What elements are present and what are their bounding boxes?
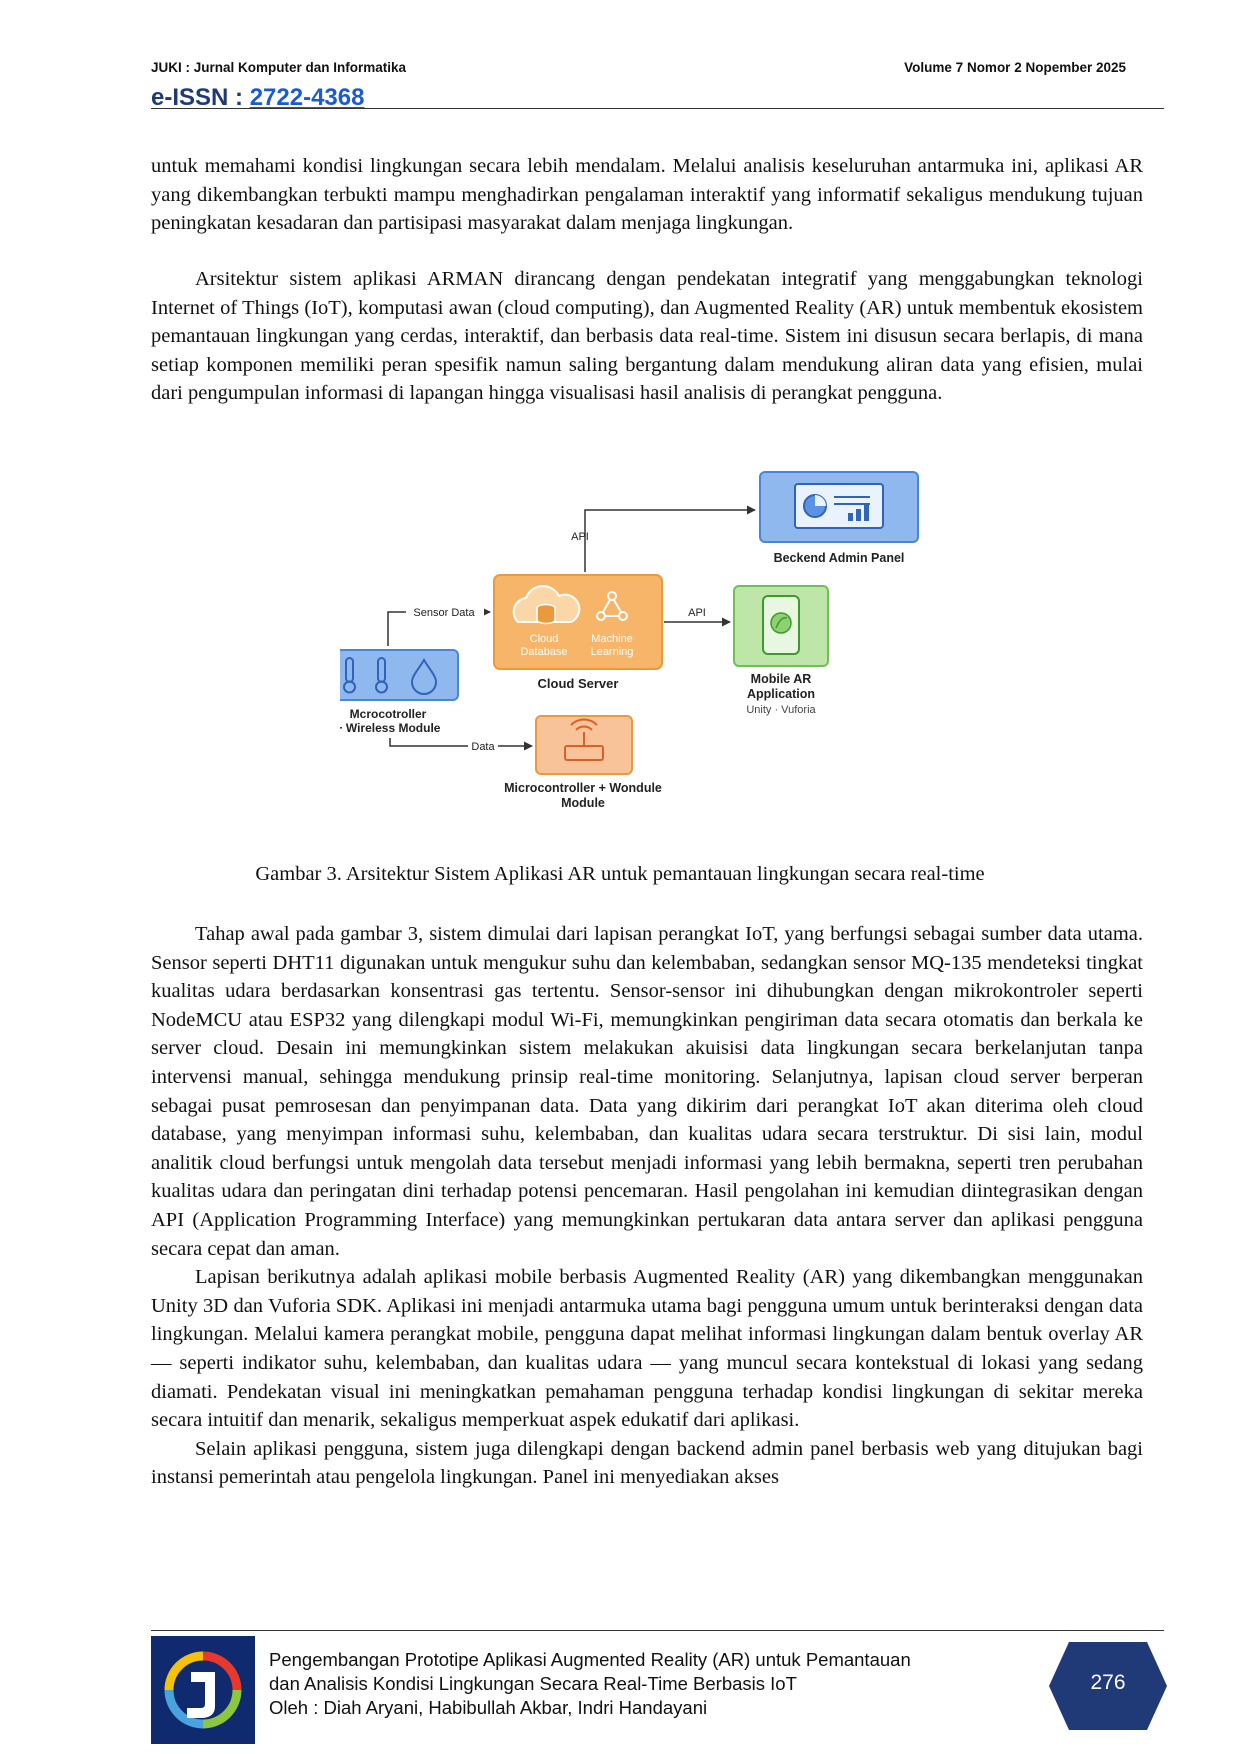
issn-label: e-ISSN : <box>151 84 250 111</box>
paragraph-4-text: Lapisan berikutnya adalah aplikasi mobil… <box>151 1266 1143 1432</box>
machine-learning-icon <box>596 591 628 621</box>
architecture-diagram: Beckend Admin Panel API Cloud Database M… <box>340 471 919 810</box>
issn: e-ISSN : 2722-4368 <box>151 84 364 112</box>
data-label: Data <box>471 741 495 753</box>
mobile-ar-sub: Unity · Vuforia <box>746 704 816 716</box>
cloud-server-label: Cloud Server <box>538 676 619 691</box>
sensor-data-label: Sensor Data <box>413 607 475 619</box>
paragraph-5-text: Selain aplikasi pengguna, sistem juga di… <box>151 1437 1143 1489</box>
issn-link[interactable]: 2722-4368 <box>249 84 365 111</box>
api-top-connector: API <box>571 505 756 572</box>
paragraph-2-text: Arsitektur sistem aplikasi ARMAN diranca… <box>151 268 1143 405</box>
admin-panel-label: Beckend Admin Panel <box>774 551 905 565</box>
api-right-label: API <box>688 607 706 619</box>
cloud-database-icon <box>512 585 581 625</box>
page-number: 276 <box>1090 1671 1126 1694</box>
data-connector: Data <box>389 738 533 753</box>
paragraph-2: Arsitektur sistem aplikasi ARMAN diranca… <box>151 265 1143 408</box>
api-right-connector: API <box>664 607 731 627</box>
volume-info: Volume 7 Nomor 2 Nopember 2025 <box>904 60 1126 75</box>
sensor-mcu-label-2: + Wireless Module <box>340 721 441 735</box>
droplet-icon <box>410 658 438 695</box>
leaf-icon <box>770 612 792 634</box>
sensor-data-connector: Sensor Data <box>387 604 491 646</box>
header-divider <box>151 108 1164 109</box>
journal-name: JUKI : Jurnal Komputer dan Informatika <box>151 60 407 75</box>
wireless-mcu-node <box>535 715 633 775</box>
thermometer-icon <box>343 657 356 694</box>
journal-logo <box>151 1636 255 1744</box>
body-section: Tahap awal pada gambar 3, sistem dimulai… <box>151 920 1143 1492</box>
mobile-ar-label: Mobile AR <box>751 672 812 686</box>
sensor-mcu-node <box>340 649 459 701</box>
footer-authors: Oleh : Diah Aryani, Habibullah Akbar, In… <box>269 1697 708 1718</box>
machine-learning-label: Machine <box>591 633 633 645</box>
paragraph-3-text: Tahap awal pada gambar 3, sistem dimulai… <box>151 923 1143 1260</box>
wireless-mcu-label: Microcontroller + Wondule <box>504 781 662 795</box>
paragraph-1: untuk memahami kondisi lingkungan secara… <box>151 152 1143 238</box>
dashboard-icon <box>803 494 870 521</box>
page-number-badge <box>1049 1642 1167 1730</box>
wireless-mcu-label-2: Module <box>561 796 605 810</box>
router-icon <box>564 718 604 761</box>
sensor-mcu-label: Mcrocotroller <box>350 707 427 721</box>
cloud-server-node: Cloud Database Machine Learning <box>493 574 663 670</box>
footer-title-line-1: Pengembangan Prototipe Aplikasi Augmente… <box>269 1649 911 1670</box>
figure-caption: Gambar 3. Arsitektur Sistem Aplikasi AR … <box>255 863 985 885</box>
admin-panel-node <box>759 471 919 543</box>
thermometer-icon-2 <box>375 657 388 694</box>
mobile-ar-label-2: Application <box>747 687 815 701</box>
footer-divider <box>151 1630 1164 1631</box>
mobile-ar-node <box>733 585 829 667</box>
machine-learning-label-2: Learning <box>591 646 634 658</box>
footer-title-line-2: dan Analisis Kondisi Lingkungan Secara R… <box>269 1673 797 1694</box>
footer-article-info: Pengembangan Prototipe Aplikasi Augmente… <box>269 1648 911 1720</box>
cloud-database-label-2: Database <box>520 646 567 658</box>
cloud-database-label: Cloud <box>530 633 559 645</box>
paragraph-1-text: untuk memahami kondisi lingkungan secara… <box>151 155 1143 235</box>
api-top-label: API <box>571 531 589 543</box>
